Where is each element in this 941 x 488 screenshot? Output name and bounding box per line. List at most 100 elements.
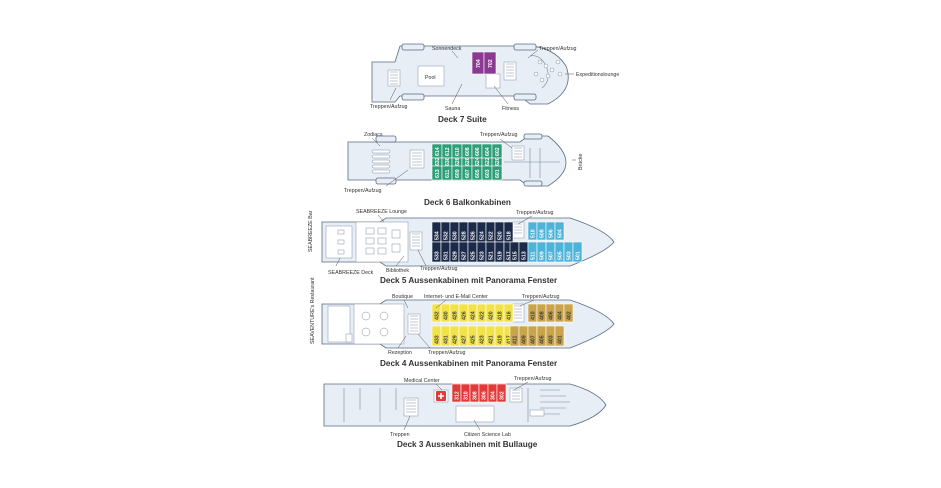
cabin-528-label: 528 (461, 231, 467, 240)
restaurant-tables (361, 311, 389, 337)
cabin-614-label: 614 (435, 147, 441, 156)
cabin-401-label: 401 (557, 335, 563, 344)
cabin-505-label: 505 (557, 251, 563, 260)
cabin-513-label: 513 (521, 251, 527, 260)
internet-center-label: Internet- und E-Mail Center (424, 294, 488, 300)
cabin-425-label: 425 (470, 335, 476, 344)
cabin-306-label: 306 (481, 391, 487, 400)
cabin-518-label: 518 (506, 231, 512, 240)
cabin-409-label: 409 (521, 335, 527, 344)
treppen-top-label-3: Treppen/Aufzug (514, 376, 552, 382)
cabin-531-label: 531 (443, 251, 449, 260)
cabin-509-label: 509 (539, 251, 545, 260)
cabin-418-label: 418 (497, 311, 503, 320)
treppen-bottom-label-4: Treppen/Aufzug (428, 350, 466, 356)
deck-3-title: Deck 3 Aussenkabinen mit Bullauge (397, 440, 538, 449)
cabin-527-label: 527 (461, 251, 467, 260)
cabin-429-label: 429 (452, 335, 458, 344)
cabin-428-label: 428 (452, 311, 458, 320)
deck-6-title: Deck 6 Balkonkabinen (424, 198, 511, 207)
cabin-421-label: 421 (488, 335, 494, 344)
zodiacs-label: Zodiacs (364, 132, 383, 138)
cabin-608-label: 608 (465, 147, 471, 156)
cabin-702-label: 702 (488, 59, 494, 68)
cabin-602-label: 602 (495, 147, 501, 156)
treppen-top-label-6: Treppen/Aufzug (480, 132, 518, 138)
seabreeze-bar-label: SEABREEZE Bar (308, 210, 314, 252)
cabin-410-label: 410 (530, 311, 536, 320)
expeditionslounge-label: Expeditionslounge (576, 72, 619, 78)
cabin-524-label: 524 (479, 231, 485, 240)
cabin-613-label: 613 (435, 169, 441, 178)
cabin-526-label: 526 (470, 231, 476, 240)
bruecke-label: Brücke (578, 153, 584, 170)
cabin-403-label: 403 (548, 335, 554, 344)
cabin-427-label: 427 (461, 335, 467, 344)
cabin-511-label: 511 (530, 252, 536, 260)
treppen-left-label-7: Treppen/Aufzug (370, 104, 408, 110)
cabin-504[interactable] (554, 221, 565, 241)
cabin-626-label: 626 (465, 157, 471, 166)
cabin-302[interactable] (496, 383, 507, 403)
cabin-630-label: 630 (445, 157, 451, 166)
cabin-533-label: 533 (434, 251, 440, 260)
cabin-628-label: 628 (455, 157, 461, 166)
cabin-601-label: 601 (495, 169, 501, 178)
cabin-308-label: 308 (472, 391, 478, 400)
cabin-506-label: 506 (548, 229, 554, 238)
treppen-left-label-6: Treppen/Aufzug (344, 188, 382, 194)
cabin-704-label: 704 (476, 59, 482, 68)
expedition-lounge-seats (533, 59, 563, 83)
cabin-422-label: 422 (479, 311, 485, 320)
cabin-521-label: 521 (488, 251, 494, 260)
cabin-402[interactable] (563, 303, 574, 323)
cabin-433-label: 433 (434, 335, 440, 344)
pool-label: Pool (425, 75, 436, 81)
cabin-501[interactable] (572, 241, 583, 263)
cabin-534-label: 534 (434, 231, 440, 240)
rezeption-label: Rezeption (388, 350, 412, 356)
cabin-416[interactable] (503, 303, 514, 323)
cabin-431-label: 431 (443, 335, 449, 344)
cabin-611-label: 611 (445, 170, 451, 178)
cabin-405-label: 405 (539, 335, 545, 344)
zodiacs-boats (371, 149, 391, 174)
cabin-609-label: 609 (455, 169, 461, 178)
cabin-501-label: 501 (575, 251, 581, 260)
cabin-504-label: 504 (557, 229, 563, 238)
cabin-601[interactable] (491, 165, 503, 181)
treppen-top-label-7: Treppen/Aufzug (539, 46, 577, 52)
citizen-science-lab-label: Citizen Science Lab (464, 432, 511, 438)
seabreeze-lounge-seats (365, 227, 401, 255)
cabin-622-label: 622 (485, 157, 491, 166)
cabin-402-label: 402 (566, 311, 572, 320)
bibliothek-label: Bibliothek (386, 268, 409, 274)
cabin-523-label: 523 (479, 251, 485, 260)
cabin-620-label: 620 (495, 157, 501, 166)
deck-7-title: Deck 7 Suite (438, 115, 487, 124)
cabin-408-label: 408 (539, 311, 545, 320)
cabin-702[interactable] (483, 51, 497, 75)
cabin-507-label: 507 (548, 251, 554, 260)
cabin-605-label: 605 (475, 169, 481, 178)
cabin-310-label: 310 (463, 391, 469, 400)
cabin-416-label: 416 (506, 311, 512, 320)
deck-7: Pool 704 702 Sonnendeck Treppen/Aufzug E… (370, 43, 619, 124)
cabin-401[interactable] (554, 325, 565, 347)
cabin-529-label: 529 (452, 251, 458, 260)
cabin-312-label: 312 (454, 391, 460, 400)
medical-center-label: Medical Center (404, 378, 440, 384)
cabin-503-label: 503 (566, 251, 572, 260)
cabin-525-label: 525 (470, 251, 476, 260)
